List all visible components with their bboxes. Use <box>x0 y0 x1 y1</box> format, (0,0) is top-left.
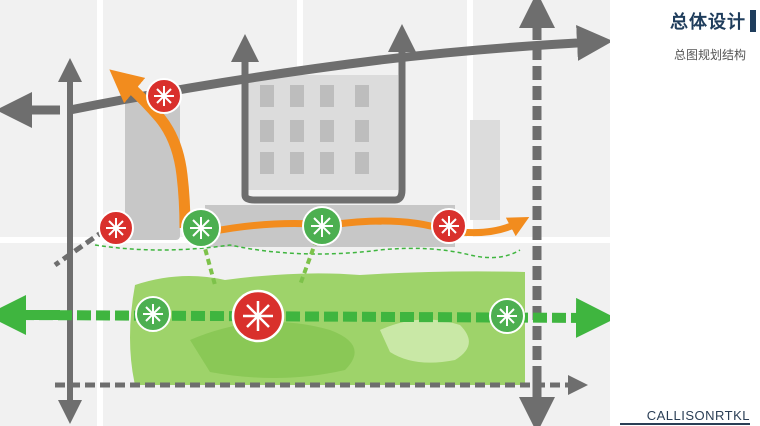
residential-towers <box>260 85 369 174</box>
page-subtitle: 总图规划结构 <box>673 48 746 62</box>
green-node-mall-west <box>181 208 221 248</box>
brand-logo: CALLISONRTKL <box>646 408 750 423</box>
title-accent-bar <box>750 10 756 32</box>
green-node-mall-center <box>302 206 342 246</box>
green-node-park-east <box>489 298 525 334</box>
brand-logo-underline <box>620 423 750 425</box>
green-link-path <box>94 244 521 259</box>
red-node-west <box>98 210 134 246</box>
park-pond <box>380 319 469 363</box>
mall-block-west <box>125 100 180 240</box>
orange-flow-north <box>109 69 191 229</box>
orange-flow-east <box>209 217 530 237</box>
red-node-east <box>431 208 467 244</box>
page-title: 总体设计 <box>670 12 746 33</box>
block-east <box>470 120 500 220</box>
park-lawn <box>190 322 355 379</box>
master-plan-diagram <box>0 0 610 426</box>
red-node-north <box>146 78 182 114</box>
road-west-spur <box>53 227 107 268</box>
green-node-park-west <box>135 296 171 332</box>
red-node-park-center <box>231 289 285 343</box>
